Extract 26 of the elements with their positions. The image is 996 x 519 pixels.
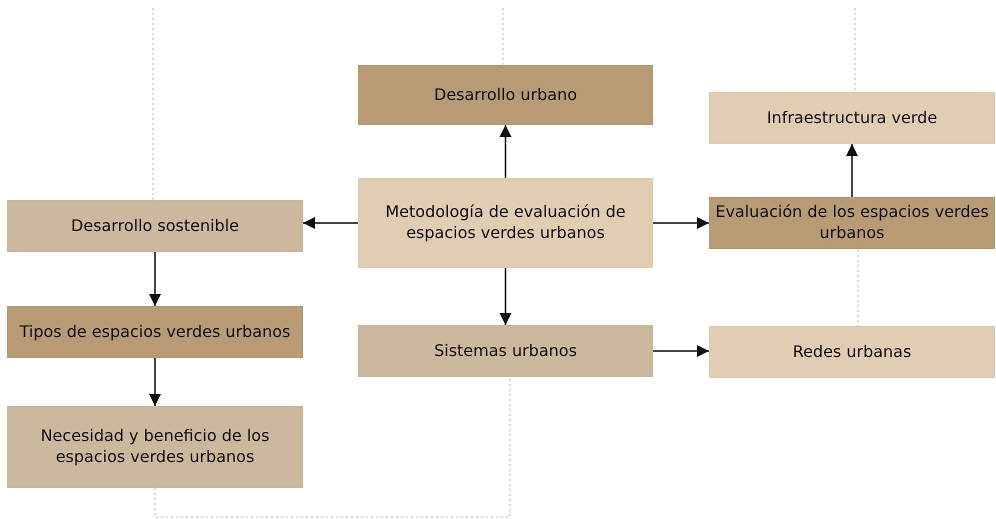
- process-box: [709, 326, 995, 378]
- box-label: Sistemas urbanos: [434, 340, 577, 362]
- box-label: Infraestructura verde: [766, 108, 938, 128]
- process-box: [709, 197, 995, 249]
- process-box: [358, 178, 653, 268]
- process-box: [7, 200, 303, 252]
- arrow: [653, 217, 709, 229]
- box-label: Evaluación de los espacios verdes urbanos: [715, 202, 989, 244]
- process-box: [358, 65, 653, 125]
- process-box: [709, 92, 995, 144]
- process-box: [358, 325, 653, 377]
- box-label: Redes urbanas: [792, 342, 912, 362]
- process-box: [7, 406, 303, 488]
- box-label: Tipos de espacios verdes urbanos: [20, 322, 290, 342]
- arrow: [653, 345, 709, 357]
- arrow: [846, 144, 858, 197]
- box-label: Metodología de evaluación de espacios verdes urbanos: [384, 202, 627, 244]
- box-label: Desarrollo urbano: [434, 84, 577, 106]
- arrow: [500, 125, 512, 178]
- arrow: [303, 217, 358, 229]
- box-label: Necesidad y beneficio de los espacios verdes urbanos: [40, 426, 270, 468]
- box-label: Desarrollo sostenible: [71, 216, 239, 236]
- process-box: [7, 306, 303, 358]
- arrow: [149, 252, 161, 306]
- arrow: [149, 358, 161, 406]
- arrow: [500, 268, 512, 325]
